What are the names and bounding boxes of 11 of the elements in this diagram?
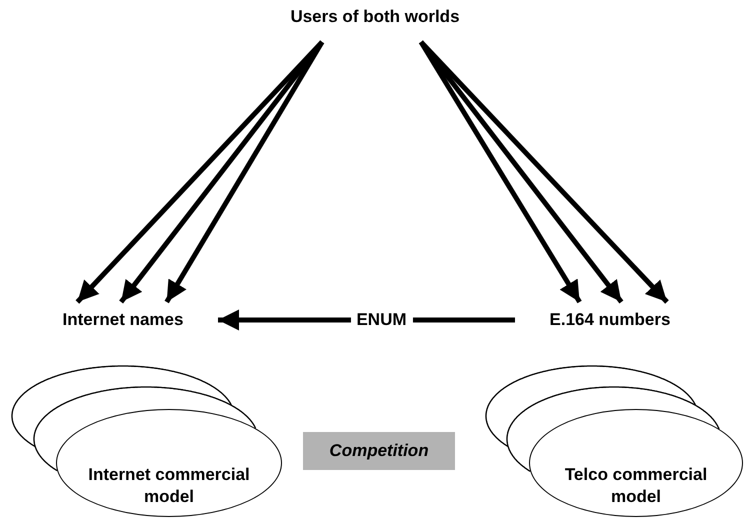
arrow: [164, 40, 324, 304]
term-label: E.164 numbers: [550, 308, 670, 331]
heading-text: Users of both worlds: [290, 6, 460, 28]
arrow: [419, 40, 669, 304]
arrow: [76, 40, 324, 304]
model-name: Telco commercial model: [564, 464, 708, 508]
term-label: Internet names: [62, 308, 184, 331]
competition-box: Competition: [303, 432, 455, 470]
arrow: [119, 40, 324, 304]
arrow: [418, 40, 582, 304]
model-name: Internet commercial model: [87, 464, 251, 508]
